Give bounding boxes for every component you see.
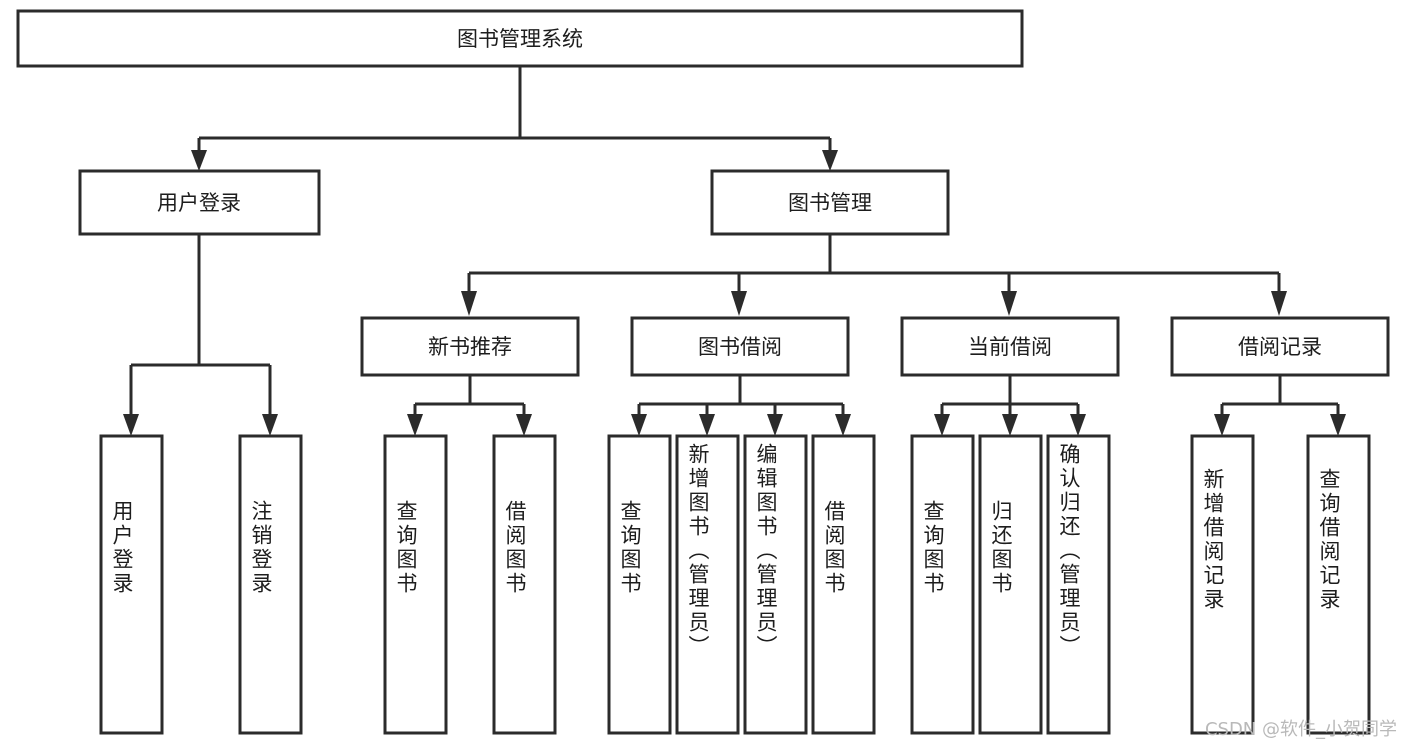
arrowhead-leaf-user-logout	[262, 414, 278, 436]
node-label-current-borrow: 当前借阅	[968, 335, 1052, 359]
node-layer: 图书管理系统 用户登录 图书管理 新书推荐 图书借阅 当前借阅 借阅记录	[16, 9, 1390, 735]
node-box-user-login[interactable]	[78, 169, 321, 236]
node-box-leaf-add-record[interactable]	[1190, 434, 1255, 735]
node-label-root: 图书管理系统	[457, 27, 583, 51]
arrowhead-leaf-query-record	[1330, 414, 1346, 436]
node-box-leaf-query-book-2[interactable]	[607, 434, 672, 735]
node-label-user-login: 用户登录	[157, 191, 241, 215]
arrowhead-leaf-confirm-return	[1070, 414, 1086, 436]
arrowhead-leaf-return-book	[1002, 414, 1018, 436]
arrowhead-leaf-query-book-1	[407, 414, 423, 436]
node-box-book-manage[interactable]	[710, 169, 950, 236]
node-box-leaf-add-book[interactable]	[675, 434, 740, 735]
arrowhead-leaf-add-book	[699, 414, 715, 436]
node-label-borrow-record: 借阅记录	[1238, 335, 1322, 359]
node-box-leaf-edit-book[interactable]	[743, 434, 808, 735]
arrowhead-leaf-borrow-book-2	[835, 414, 851, 436]
arrowhead-leaf-borrow-book-1	[516, 414, 532, 436]
arrowhead-leaf-add-record	[1214, 414, 1230, 436]
node-label-new-book-recommend: 新书推荐	[428, 335, 512, 359]
arrowhead-book-manage	[822, 150, 838, 171]
node-box-leaf-confirm-return[interactable]	[1046, 434, 1111, 735]
arrowhead-user-login	[191, 150, 207, 171]
arrowhead-leaf-query-book-3	[934, 414, 950, 436]
arrowhead-leaf-user-login	[123, 414, 139, 436]
node-label-book-borrow: 图书借阅	[698, 335, 782, 359]
node-box-current-borrow[interactable]	[900, 316, 1120, 377]
node-box-borrow-record[interactable]	[1170, 316, 1390, 377]
arrowhead-book-borrow	[731, 291, 747, 316]
arrowhead-leaf-query-book-2	[631, 414, 647, 436]
connector-layer	[123, 66, 1346, 436]
arrowhead-current-borrow	[1001, 291, 1017, 316]
csdn-watermark: CSDN @软件_小贺同学	[1204, 719, 1397, 740]
node-box-root[interactable]	[16, 9, 1024, 68]
node-box-leaf-user-login[interactable]	[99, 434, 164, 735]
node-box-book-borrow[interactable]	[630, 316, 850, 377]
arrowhead-new-book-recommend	[461, 291, 477, 316]
arrowhead-leaf-edit-book	[767, 414, 783, 436]
arrowhead-borrow-record	[1271, 291, 1287, 316]
node-box-leaf-borrow-book-2[interactable]	[811, 434, 876, 735]
node-box-leaf-user-logout[interactable]	[238, 434, 303, 735]
node-box-leaf-query-record[interactable]	[1306, 434, 1371, 735]
node-label-book-manage: 图书管理	[788, 191, 872, 215]
node-box-leaf-borrow-book-1[interactable]	[492, 434, 557, 735]
node-box-leaf-query-book-1[interactable]	[383, 434, 448, 735]
node-box-new-book-recommend[interactable]	[360, 316, 580, 377]
node-box-leaf-query-book-3[interactable]	[910, 434, 975, 735]
node-box-leaf-return-book[interactable]	[978, 434, 1043, 735]
